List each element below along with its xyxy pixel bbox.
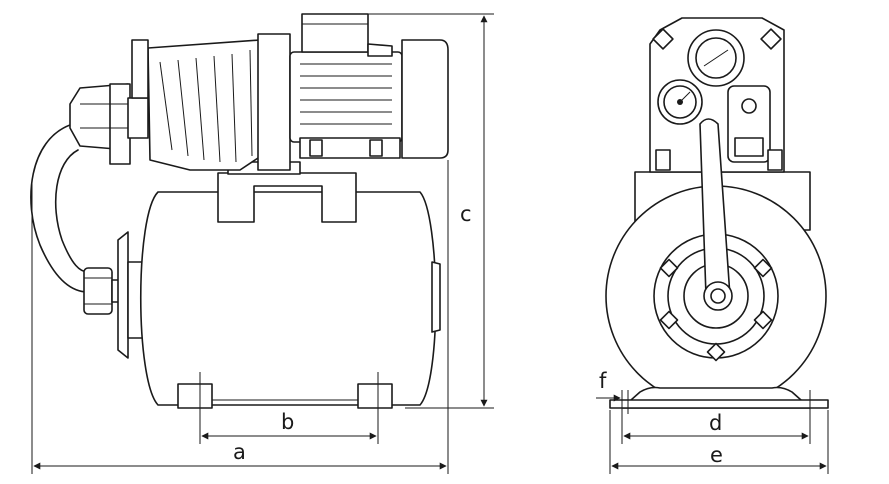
pump-inlet-head — [69, 83, 149, 165]
side-view-dimensions: c b a — [31, 13, 494, 474]
tank-foot-left — [177, 383, 213, 409]
pump-casing — [131, 33, 291, 171]
pump-front-housing — [649, 17, 785, 173]
suction-hose — [30, 124, 89, 293]
terminal-box — [301, 13, 393, 57]
front-view-dimensions: f d e — [596, 369, 829, 474]
dimension-c-label: c — [460, 202, 472, 226]
front-view — [605, 17, 829, 409]
dimension-b-label: b — [281, 410, 294, 434]
discharge-pipe — [699, 118, 733, 311]
dimension-d-label: d — [709, 411, 722, 435]
pressure-tank — [139, 191, 441, 406]
front-base — [609, 386, 829, 409]
dimension-a-label: a — [233, 440, 246, 464]
side-view — [30, 13, 449, 409]
dimension-e-label: e — [710, 443, 723, 467]
dimension-f-label: f — [599, 369, 607, 393]
tank-foot-right — [357, 383, 393, 409]
motor — [289, 39, 449, 159]
